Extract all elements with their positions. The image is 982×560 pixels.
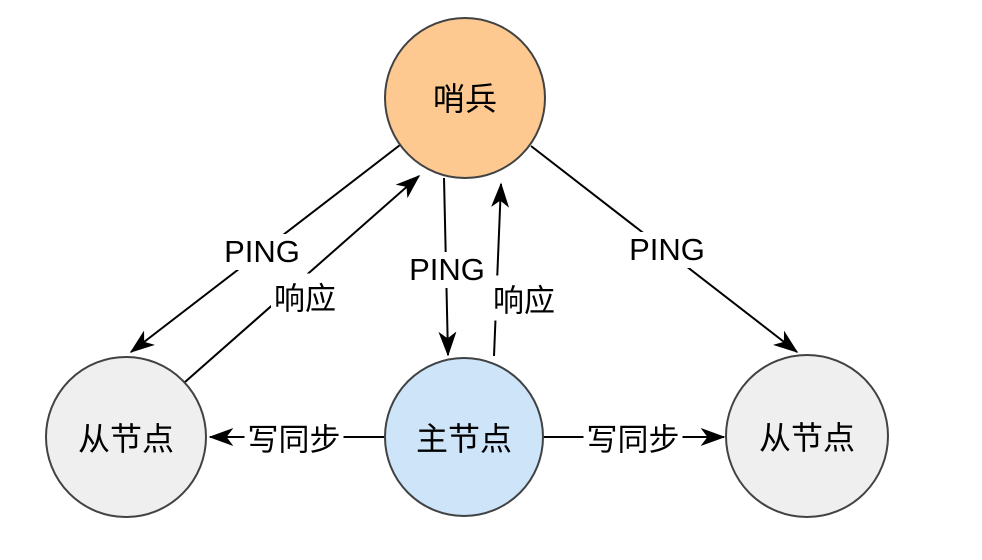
slave-left-node-circle	[45, 356, 207, 518]
sentinel-node-circle	[384, 17, 546, 179]
edge-ping-right-label: PING	[626, 232, 708, 268]
edge-write-sync-left-label: 写同步	[244, 414, 344, 460]
edge-response-center-arrow	[494, 184, 501, 357]
slave-right-node-label: 从节点	[758, 420, 856, 456]
slave-left-node-label: 从节点	[77, 421, 175, 457]
edge-write-sync-right-label: 写同步	[583, 414, 683, 460]
master-node-label: 主节点	[415, 421, 513, 457]
edge-ping-center-label: PING	[406, 252, 488, 288]
edge-ping-left-label: PING	[221, 234, 303, 270]
sentinel-node-label: 哨兵	[432, 81, 498, 117]
edge-response-center-label: 响应	[490, 275, 558, 321]
slave-right-node-circle	[725, 354, 889, 518]
master-node-circle	[384, 357, 544, 517]
edge-response-left-label: 响应	[271, 273, 339, 319]
